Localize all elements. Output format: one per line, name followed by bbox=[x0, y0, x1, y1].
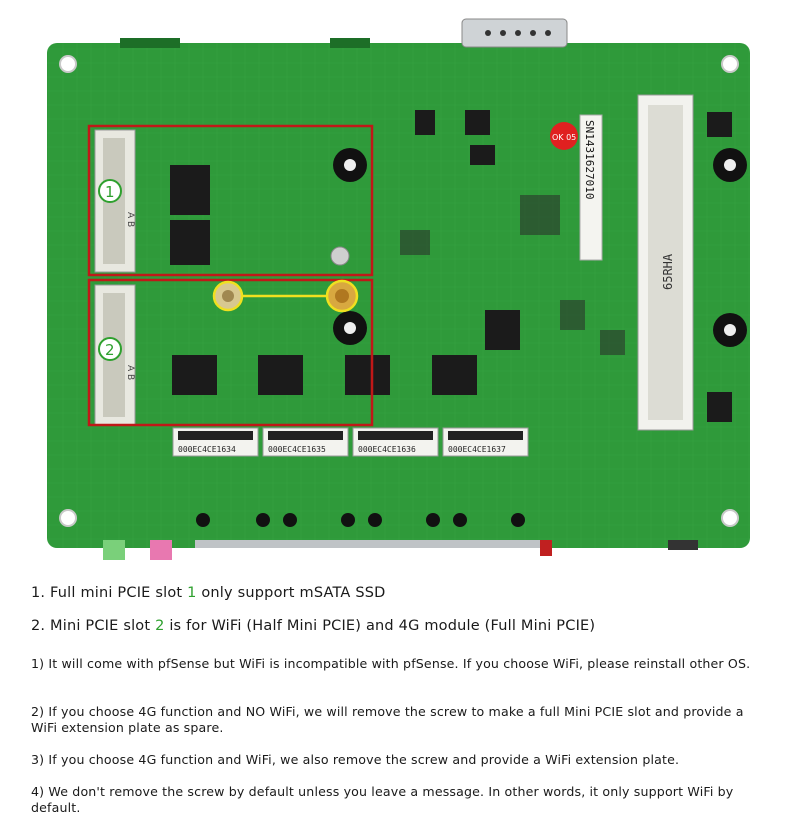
note-item: 1) It will come with pfSense but WiFi is… bbox=[31, 656, 751, 671]
ram-label: 65RHA bbox=[661, 253, 675, 290]
sn-text: SN1431627010 bbox=[583, 120, 596, 199]
ic-chips bbox=[170, 110, 732, 422]
slot-2-marker bbox=[98, 337, 122, 361]
heading-slot-2: 2. Mini PCIE slot 2 is for WiFi (Half Mi… bbox=[31, 618, 596, 634]
ok-sticker-text: OK 05 bbox=[552, 133, 576, 142]
slot-2-letters: A B bbox=[125, 365, 135, 380]
mac-label-3: 000EC4CE1636 bbox=[358, 445, 416, 454]
heading-slot-1: 1. Full mini PCIE slot 1 only support mS… bbox=[31, 585, 386, 601]
bottom-capacitors bbox=[196, 513, 525, 527]
slot-2-highlight-box bbox=[87, 278, 374, 427]
sn-sticker bbox=[579, 114, 603, 261]
audio-jack-green bbox=[103, 540, 125, 560]
mac-label-4: 000EC4CE1637 bbox=[448, 445, 506, 454]
slot-1-highlight-box bbox=[87, 124, 374, 277]
mac-label-1: 000EC4CE1634 bbox=[178, 445, 236, 454]
note-item: 4) We don't remove the screw by default … bbox=[31, 784, 734, 815]
ok-sticker bbox=[550, 122, 578, 150]
slot-2-number: 2 bbox=[155, 618, 165, 634]
serial-port-connector bbox=[461, 18, 568, 48]
motherboard-photo: 65RHA SN1431627010 OK 05 A B A B 1 2 bbox=[47, 18, 750, 560]
notes-section: 1. Full mini PCIE slot 1 only support mS… bbox=[31, 583, 771, 815]
slot-1-letters: A B bbox=[125, 212, 135, 227]
slot-1-number: 1 bbox=[187, 585, 197, 601]
slot-1-marker bbox=[98, 179, 122, 203]
mounting-holes bbox=[59, 55, 739, 527]
lan-mac-labels: 000EC4CE1634 000EC4CE1635 000EC4CE1636 0… bbox=[172, 427, 529, 457]
slot-2-marker-text: 2 bbox=[105, 341, 115, 359]
mac-label-2: 000EC4CE1635 bbox=[268, 445, 326, 454]
audio-jack-pink bbox=[150, 540, 172, 560]
slot-1-marker-text: 1 bbox=[105, 183, 115, 201]
note-item: 2) If you choose 4G function and NO WiFi… bbox=[31, 704, 744, 735]
note-item: 3) If you choose 4G function and WiFi, w… bbox=[31, 752, 680, 767]
